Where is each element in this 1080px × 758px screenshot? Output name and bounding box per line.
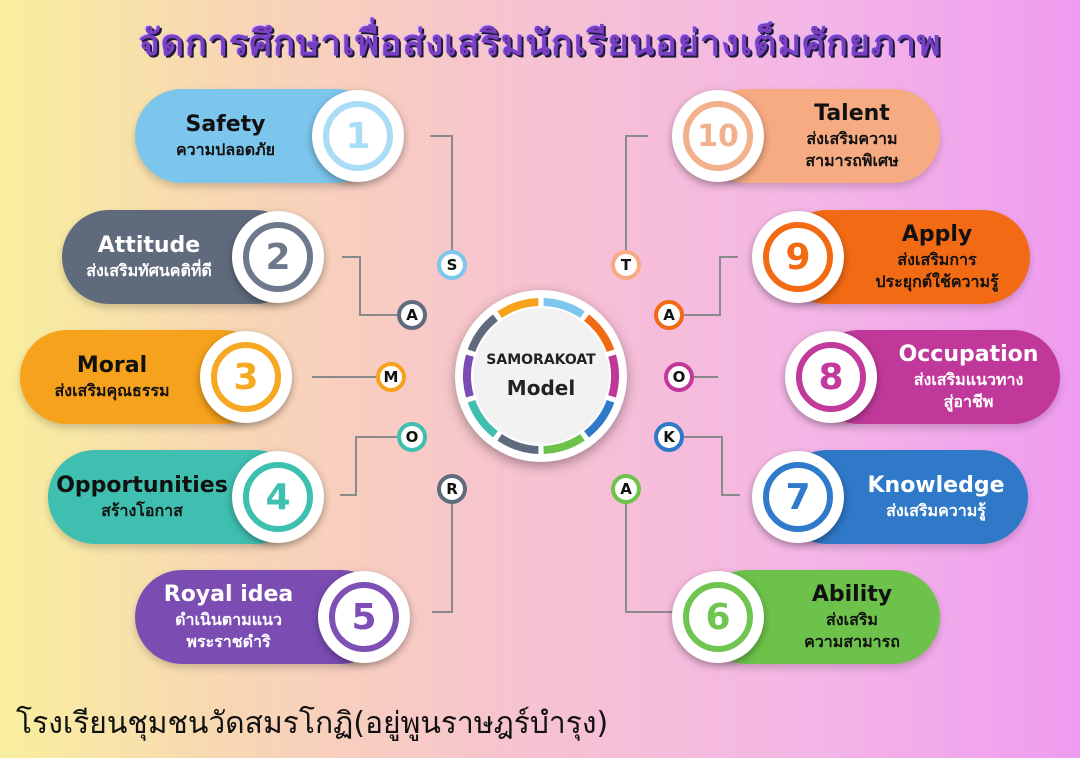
number-badge-1: 1 xyxy=(312,90,404,182)
item-title: Opportunities xyxy=(56,473,228,498)
number-ring: 7 xyxy=(763,462,833,532)
connector-line xyxy=(625,504,672,613)
left-letter-m: M xyxy=(376,362,406,392)
center-model-name: SAMORAKOAT xyxy=(486,352,596,368)
center-ring-segment xyxy=(467,314,499,353)
connector-line xyxy=(430,135,453,250)
number-ring: 5 xyxy=(329,582,399,652)
item-text: Talent ส่งเสริมความสามารถพิเศษ xyxy=(764,89,940,183)
center-ring-segment xyxy=(608,354,619,398)
connector-line xyxy=(684,256,738,316)
center-ring-segments xyxy=(463,298,619,454)
center-model-label: Model xyxy=(506,376,576,400)
item-description: ส่งเสริมการ xyxy=(897,250,977,269)
item-title: Talent xyxy=(814,101,890,126)
number-ring: 4 xyxy=(243,462,313,532)
item-description-line2: ความสามารถ xyxy=(804,632,900,651)
item-title: Knowledge xyxy=(867,473,1005,498)
center-ring-segment xyxy=(583,399,615,438)
center-ring-segment xyxy=(543,433,585,454)
number-badge-4: 4 xyxy=(232,451,324,543)
number-badge-2: 2 xyxy=(232,211,324,303)
number-badge-8: 8 xyxy=(785,331,877,423)
connector-line xyxy=(432,504,453,613)
center-ring-segment xyxy=(467,399,499,438)
number-badge-9: 9 xyxy=(752,211,844,303)
right-letter-t: T xyxy=(611,250,641,280)
left-letter-o: O xyxy=(397,422,427,452)
item-title: Occupation xyxy=(898,342,1039,367)
center-ring-segment xyxy=(463,354,474,398)
number-badge-3: 3 xyxy=(200,331,292,423)
item-description: ส่งเสริมแนวทาง xyxy=(913,370,1024,389)
item-title: Apply xyxy=(901,222,973,247)
center-ring-segment xyxy=(497,298,539,319)
number-ring: 3 xyxy=(211,342,281,412)
item-text: Moral ส่งเสริมคุณธรรม xyxy=(20,330,204,424)
center-inner: SAMORAKOAT Model xyxy=(473,308,609,444)
number-ring: 10 xyxy=(683,101,753,171)
number-ring: 9 xyxy=(763,222,833,292)
item-title: Attitude xyxy=(97,233,201,258)
connector-line xyxy=(684,436,740,496)
item-text: Apply ส่งเสริมการประยุกต์ใช้ความรู้ xyxy=(844,210,1030,304)
item-text: Safety ความปลอดภัย xyxy=(135,89,316,183)
school-name-footer: โรงเรียนชุมชนวัดสมรโกฏิ(อยู่พูนราษฎร์บำร… xyxy=(16,706,609,741)
item-description: ส่งเสริมความรู้ xyxy=(886,501,986,520)
number-badge-5: 5 xyxy=(318,571,410,663)
center-ring-segment xyxy=(583,314,615,353)
number-ring: 8 xyxy=(796,342,866,412)
left-letter-r: R xyxy=(437,474,467,504)
item-text: Ability ส่งเสริมความสามารถ xyxy=(764,570,940,664)
item-text: Knowledge ส่งเสริมความรู้ xyxy=(844,450,1028,544)
item-description-line2: สามารถพิเศษ xyxy=(805,151,899,170)
connector-line xyxy=(625,135,648,250)
number-badge-7: 7 xyxy=(752,451,844,543)
number-badge-10: 10 xyxy=(672,90,764,182)
item-description: ส่งเสริมทัศนคติที่ดี xyxy=(86,261,212,280)
right-letter-o: O xyxy=(664,362,694,392)
item-description-line2: ประยุกต์ใช้ความรู้ xyxy=(875,272,999,291)
left-letter-a: A xyxy=(397,300,427,330)
item-title: Royal idea xyxy=(163,582,294,607)
item-description: ส่งเสริมคุณธรรม xyxy=(54,381,170,400)
number-ring: 6 xyxy=(683,582,753,652)
item-description: สร้างโอกาส xyxy=(101,501,183,520)
right-letter-k: K xyxy=(654,422,684,452)
center-ring-segment xyxy=(543,298,585,319)
page-title: จัดการศึกษาเพื่อส่งเสริมนักเรียนอย่างเต็… xyxy=(138,23,942,64)
right-letter-a: A xyxy=(654,300,684,330)
item-description: ส่งเสริมความ xyxy=(806,129,898,148)
center-model-badge: SAMORAKOAT Model xyxy=(455,290,627,462)
right-letter-a: A xyxy=(611,474,641,504)
item-title: Ability xyxy=(811,582,893,607)
item-text: Attitude ส่งเสริมทัศนคติที่ดี xyxy=(62,210,236,304)
number-ring: 1 xyxy=(323,101,393,171)
item-description-line2: พระราชดำริ xyxy=(186,632,271,651)
connector-line xyxy=(340,436,397,496)
item-description: ดำเนินตามแนว xyxy=(175,610,282,629)
item-title: Safety xyxy=(185,112,266,137)
number-ring: 2 xyxy=(243,222,313,292)
item-description-line2: สู่อาชีพ xyxy=(943,392,994,411)
left-letter-s: S xyxy=(437,250,467,280)
item-description: ส่งเสริม xyxy=(826,610,878,629)
item-text: Occupation ส่งเสริมแนวทางสู่อาชีพ xyxy=(877,330,1060,424)
item-text: Opportunities สร้างโอกาส xyxy=(48,450,236,544)
connector-line xyxy=(342,256,397,316)
item-title: Moral xyxy=(76,353,148,378)
center-ring-segment xyxy=(497,433,539,454)
item-description: ความปลอดภัย xyxy=(175,140,276,159)
item-text: Royal idea ดำเนินตามแนวพระราชดำริ xyxy=(135,570,322,664)
number-badge-6: 6 xyxy=(672,571,764,663)
